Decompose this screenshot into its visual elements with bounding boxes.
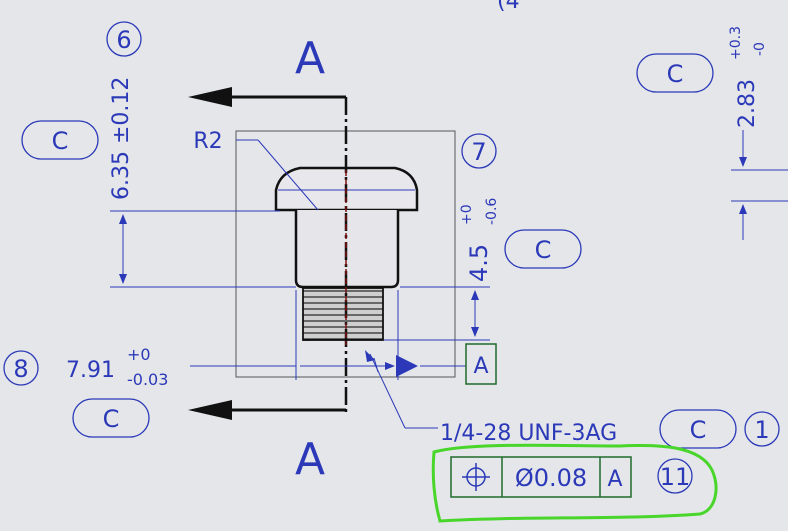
shank-length-dimension[interactable]: 4.5 +0 -0.6 <box>459 198 500 282</box>
position-symbol-icon <box>462 463 490 491</box>
thread-callout[interactable]: 1/4-28 UNF-3AG <box>440 421 617 446</box>
balloon-1[interactable]: 1 <box>744 411 780 447</box>
diameter-value: 7.91 <box>66 358 115 383</box>
right-dimension[interactable]: 2.83 +0.3 -0 <box>728 26 768 128</box>
diameter-dimension[interactable]: 7.91 +0 -0.03 <box>66 345 168 389</box>
datum-a-box[interactable]: A <box>465 343 497 385</box>
pill-c-thread-label: C <box>690 416 707 444</box>
partial-cutoff-text: (4 <box>497 0 520 14</box>
pill-c-mid[interactable]: C <box>504 229 582 269</box>
right-dimension-tol-upper: +0.3 <box>728 26 744 60</box>
pill-c-upper-right-label: C <box>667 60 684 88</box>
highlight-annotation <box>431 443 718 523</box>
feature-control-frame[interactable]: Ø0.08 A <box>450 456 632 498</box>
shank-length-tol-upper: +0 <box>459 204 475 225</box>
dimension-arrows <box>119 130 747 377</box>
balloon-7-label: 7 <box>471 138 486 166</box>
balloon-11[interactable]: 11 <box>657 458 693 494</box>
pill-c-mid-label: C <box>535 236 552 264</box>
section-arrow-top[interactable] <box>188 87 346 107</box>
balloon-6[interactable]: 6 <box>106 21 142 57</box>
diameter-tol-lower: -0.03 <box>127 370 168 389</box>
part-geometry[interactable] <box>274 166 419 341</box>
pill-c-thread[interactable]: C <box>659 409 737 449</box>
right-dimension-value: 2.83 <box>735 79 760 128</box>
balloon-11-label: 11 <box>660 463 691 491</box>
balloon-7[interactable]: 7 <box>461 133 497 169</box>
section-label-top: A <box>295 33 325 84</box>
dimension-lines <box>110 139 788 429</box>
section-arrow-bottom[interactable] <box>188 400 346 420</box>
radius-dimension[interactable]: R2 <box>193 129 222 154</box>
pill-c-upper-right[interactable]: C <box>636 53 714 93</box>
datum-a-label: A <box>473 354 488 379</box>
fcf-tolerance: Ø0.08 <box>515 464 587 492</box>
balloon-6-label: 6 <box>116 26 131 54</box>
head-height-dimension[interactable]: 6.35 ±0.12 <box>109 77 134 200</box>
pill-c-lower-left[interactable]: C <box>72 398 150 438</box>
fcf-datum: A <box>607 467 622 492</box>
pill-c-upper-left[interactable]: C <box>21 120 99 160</box>
pill-c-lower-left-label: C <box>103 405 120 433</box>
balloon-1-label: 1 <box>754 416 769 444</box>
pill-c-upper-left-label: C <box>52 127 69 155</box>
balloon-8-label: 8 <box>13 355 28 383</box>
shank-length-value: 4.5 <box>465 244 493 282</box>
right-dimension-tol-lower: -0 <box>752 42 768 56</box>
balloon-8[interactable]: 8 <box>3 350 39 386</box>
shank-length-tol-lower: -0.6 <box>484 198 500 225</box>
diameter-tol-upper: +0 <box>127 345 151 364</box>
section-label-bottom: A <box>295 434 325 485</box>
